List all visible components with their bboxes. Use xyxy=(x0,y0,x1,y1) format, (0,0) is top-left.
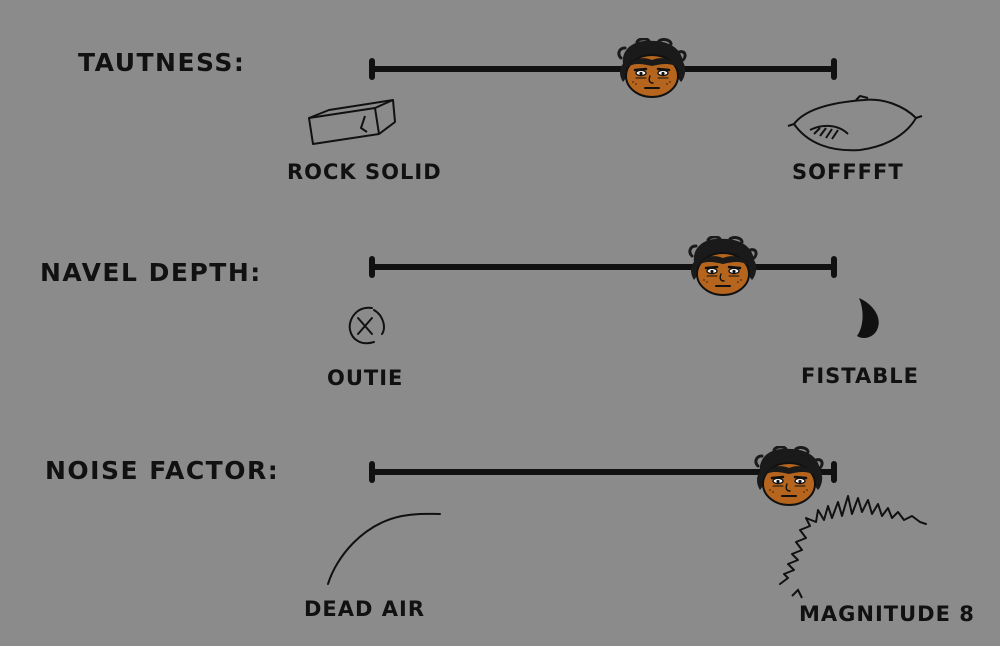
noise-factor-right-cap xyxy=(831,461,837,483)
noise-factor-track xyxy=(372,469,834,475)
pillow-icon xyxy=(786,94,924,158)
navel-depth-right-cap xyxy=(831,256,837,278)
tautness-left-cap xyxy=(369,58,375,80)
navel-depth-label: NAVEL DEPTH: xyxy=(40,258,262,287)
sofffft-label: SOFFFFT xyxy=(792,160,904,184)
rock-solid-label: ROCK SOLID xyxy=(287,160,442,184)
tautness-track xyxy=(372,66,834,72)
deep-navel-icon xyxy=(851,296,887,344)
tautness-right-cap xyxy=(831,58,837,80)
navel-depth-left-cap xyxy=(369,256,375,278)
noise-factor-face-marker xyxy=(752,445,826,508)
flat-wave-icon xyxy=(322,510,446,588)
brick-icon xyxy=(305,98,397,150)
dead-air-label: DEAD AIR xyxy=(304,597,426,621)
navel-depth-face-marker xyxy=(686,235,760,298)
noise-factor-left-cap xyxy=(369,461,375,483)
outie-label: OUTIE xyxy=(327,366,404,390)
tautness-face-marker xyxy=(615,37,689,100)
noise-factor-label: NOISE FACTOR: xyxy=(45,456,280,485)
outie-navel-icon xyxy=(344,304,388,348)
face-icon xyxy=(617,37,687,98)
tautness-label: TAUTNESS: xyxy=(78,48,246,77)
magnitude-8-label: MAGNITUDE 8 xyxy=(799,602,975,626)
loud-wave-icon xyxy=(774,486,934,602)
face-icon xyxy=(688,235,758,296)
fistable-label: FISTABLE xyxy=(801,364,919,388)
navel-depth-track xyxy=(372,264,834,270)
face-icon xyxy=(754,445,824,506)
